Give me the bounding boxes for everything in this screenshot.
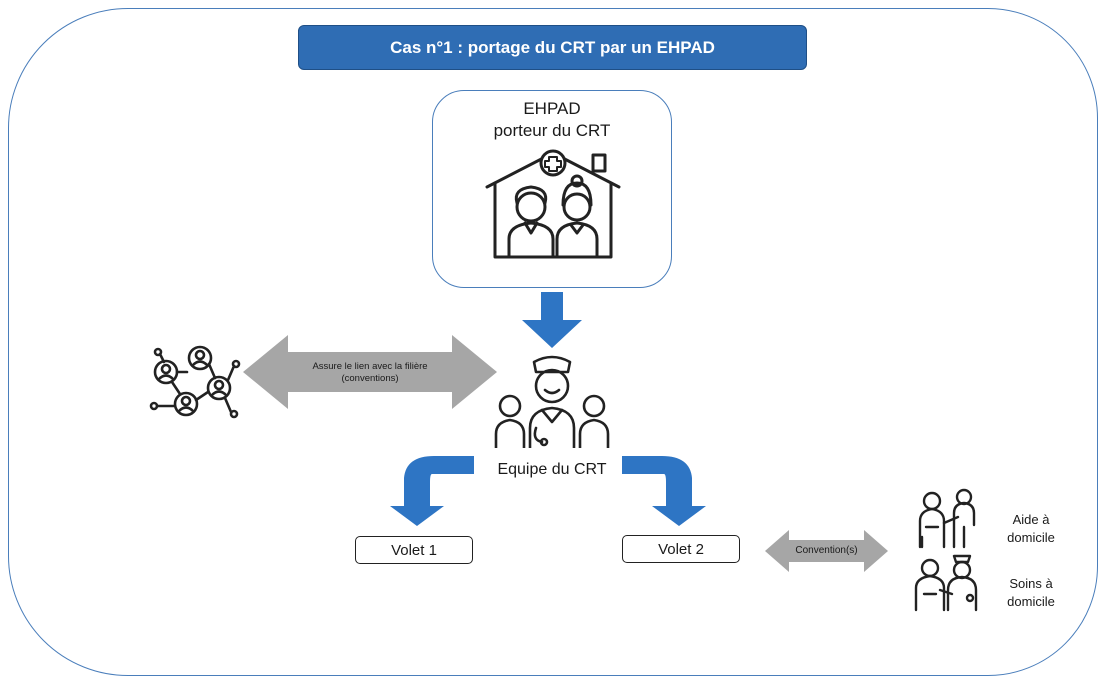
- curved-arrow-right: [622, 456, 706, 526]
- service-aide-line2: domicile: [1007, 530, 1055, 545]
- link-label-line1: Assure le lien avec la filière: [312, 361, 428, 372]
- down-arrow: [522, 292, 582, 348]
- network-people-icon: [149, 345, 241, 419]
- link-label: Assure le lien avec la filière (conventi…: [288, 361, 452, 385]
- link-double-arrow: [243, 335, 497, 409]
- volet-2-box: Volet 2: [622, 535, 740, 563]
- nurse-team-icon: [494, 355, 610, 448]
- home-care-icon: [914, 554, 978, 612]
- home-help-icon: [918, 488, 976, 549]
- house-with-elderly-couple-icon: [485, 149, 621, 259]
- convention-label: Convention(s): [795, 545, 858, 556]
- volet-1-box: Volet 1: [355, 536, 473, 564]
- convention-double-arrow: [765, 530, 888, 572]
- ehpad-sublabel: porteur du CRT: [493, 121, 611, 140]
- ehpad-box: EHPAD porteur du CRT: [432, 90, 672, 288]
- team-label: Equipe du CRT: [497, 461, 607, 478]
- ehpad-label: EHPAD: [523, 99, 581, 118]
- service-aide-line1: Aide à: [1012, 512, 1050, 527]
- outer-frame: [8, 8, 1098, 676]
- service-soins-line2: domicile: [1007, 594, 1055, 609]
- service-soins-line1: Soins à: [1009, 576, 1053, 591]
- diagram-title: Cas n°1 : portage du CRT par un EHPAD: [298, 25, 807, 70]
- service-soins: Soins à domicile: [996, 575, 1066, 611]
- curved-arrow-left: [390, 456, 474, 526]
- link-label-line2: (conventions): [341, 373, 399, 384]
- service-aide: Aide à domicile: [996, 511, 1066, 547]
